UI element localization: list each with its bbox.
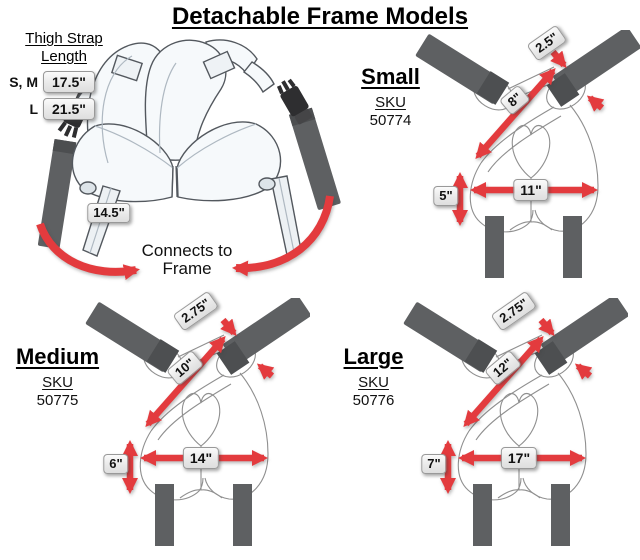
frame-straps <box>403 298 628 546</box>
harness-illustration <box>36 39 341 281</box>
strap-length-badge: 14.5" <box>87 203 131 223</box>
length-badge: 17.5" <box>43 71 95 93</box>
size-label: S, M <box>9 74 38 90</box>
model-sku-number: 50775 <box>36 392 79 409</box>
side-height-label: 7" <box>421 454 447 474</box>
thigh-row: S, M 17.5" <box>2 71 126 93</box>
harness-shading <box>89 55 295 254</box>
curve-arrow-left <box>36 222 140 281</box>
model-sku-label: SKU <box>42 374 73 391</box>
frame-diagram <box>403 298 628 546</box>
model-sku-label: SKU <box>358 374 389 391</box>
thigh-row: L 21.5" <box>2 98 126 120</box>
frame-card-medium: 10" 2.75" 6" 14" <box>60 290 310 550</box>
frame-straps <box>415 30 640 278</box>
thigh-strap-table: Thigh Strap Length S, M 17.5" L 21.5" <box>2 30 126 120</box>
frame-width-label: 17" <box>500 447 538 469</box>
model-name: Large <box>343 344 404 369</box>
model-heading-small: Small SKU 50774 <box>338 64 443 129</box>
model-name: Small <box>361 64 420 89</box>
thigh-table-heading: Thigh Strap Length <box>25 30 103 65</box>
model-heading-medium: Medium SKU 50775 <box>0 344 115 409</box>
model-sku-number: 50776 <box>352 392 395 409</box>
model-heading-large: Large SKU 50776 <box>326 344 421 409</box>
model-sku-number: 50774 <box>369 112 412 129</box>
length-badge: 21.5" <box>43 98 95 120</box>
right-buckle-strap <box>276 78 341 210</box>
frame-card-small: 8" 2.5" 5" 11" <box>390 24 640 282</box>
frame-straps <box>85 298 310 546</box>
model-sku-label: SKU <box>375 94 406 111</box>
frame-width-label: 11" <box>513 179 549 201</box>
right-buckle-icon <box>276 78 313 125</box>
curve-arrow-right <box>232 195 334 277</box>
frame-card-large: 12" 2.75" 7" 17" <box>378 290 628 550</box>
connects-arrows <box>36 195 334 281</box>
frame-diagram <box>415 30 640 278</box>
side-height-label: 6" <box>103 454 129 474</box>
connects-note: Connects to Frame <box>141 241 233 278</box>
size-label: L <box>29 101 38 117</box>
model-name: Medium <box>15 344 100 369</box>
harness-body <box>71 39 302 257</box>
frame-width-label: 14" <box>182 447 220 469</box>
side-height-label: 5" <box>433 186 459 206</box>
page-title: Detachable Frame Models <box>171 3 469 30</box>
frame-diagram <box>85 298 310 546</box>
